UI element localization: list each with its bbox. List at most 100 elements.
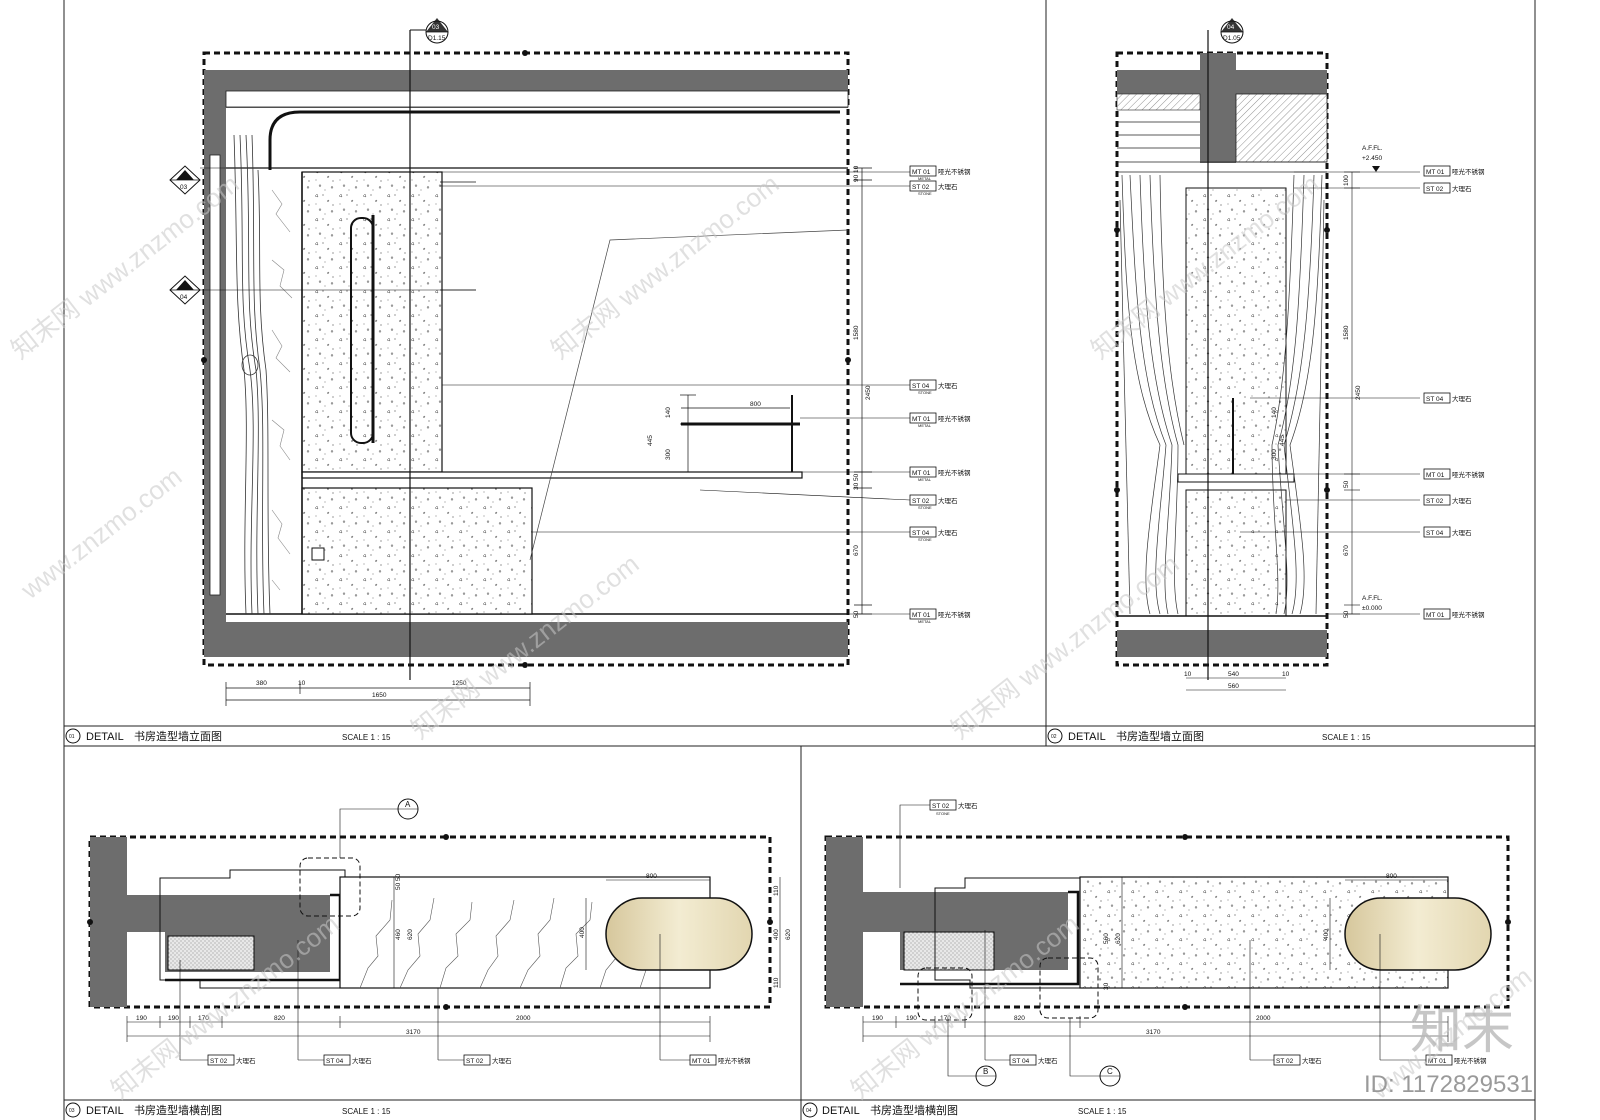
svg-text:±0.000: ±0.000 [1362, 605, 1382, 612]
svg-text:哑光不锈钢: 哑光不锈钢 [1452, 167, 1485, 176]
dim-text: 10 [1282, 671, 1290, 678]
upper-stone-panel-02 [1185, 187, 1287, 475]
svg-text:STONE: STONE [918, 191, 932, 196]
dim-text: 620 [785, 929, 792, 940]
dim-text: 50 50 [395, 873, 402, 890]
marble-veining [271, 189, 293, 591]
svg-text:03: 03 [180, 184, 188, 191]
curved-ceiling-trim [268, 110, 840, 170]
watermark-logo: 知末 [1410, 1001, 1514, 1061]
dim-text: 560 [1228, 683, 1239, 690]
dim-text: 50 [853, 610, 860, 618]
dim-text: 90 10 [853, 165, 860, 182]
svg-text:大理石: 大理石 [958, 801, 978, 810]
svg-text:D1.05: D1.05 [1223, 35, 1241, 42]
svg-text:METAL: METAL [918, 423, 932, 428]
svg-text:ST 02: ST 02 [912, 184, 930, 191]
svg-text:书房造型墙横剖图: 书房造型墙横剖图 [870, 1103, 958, 1117]
svg-text:书房造型墙立面图: 书房造型墙立面图 [134, 729, 222, 743]
svg-text:METAL: METAL [918, 619, 932, 624]
metal-shelf-frame [681, 395, 800, 472]
dim-text: 3170 [406, 1029, 421, 1036]
dim-text: 110 [773, 885, 780, 896]
svg-text:ST 04: ST 04 [326, 1058, 344, 1065]
tag-mt01-c: MT 01 哑光不锈钢 METAL [909, 466, 971, 482]
svg-text:MT 01: MT 01 [1426, 472, 1445, 479]
dim-text: 2000 [1256, 1015, 1271, 1022]
tag-st02-a: ST 02 大理石 STONE [909, 180, 958, 196]
svg-text:大理石: 大理石 [1452, 528, 1472, 537]
svg-text:STONE: STONE [918, 537, 932, 542]
curtain-left [1119, 174, 1185, 615]
section-marker-left-04[interactable]: 04 [169, 275, 201, 305]
callout-b[interactable]: B [947, 1020, 997, 1087]
svg-text:04: 04 [180, 294, 188, 301]
callout-b-box [917, 967, 973, 1021]
svg-text:ST 04: ST 04 [1426, 396, 1444, 403]
svg-text:www.znzmo.com: www.znzmo.com [14, 461, 187, 605]
svg-text:DETAIL: DETAIL [1068, 731, 1106, 743]
svg-text:大理石: 大理石 [938, 528, 958, 537]
svg-text:ST 04: ST 04 [1012, 1058, 1030, 1065]
callout-c[interactable]: C [1069, 1018, 1121, 1087]
svg-text:01: 01 [69, 734, 75, 740]
svg-text:ST 02: ST 02 [912, 498, 930, 505]
oval-led-light [605, 897, 753, 971]
afl-bottom: A.F.FL. ±0.000 [1362, 595, 1383, 612]
svg-text:大理石: 大理石 [1452, 394, 1472, 403]
svg-text:大理石: 大理石 [236, 1056, 256, 1065]
svg-text:ST 04: ST 04 [1426, 530, 1444, 537]
wall-section-t [826, 837, 1068, 1007]
sheet-frame [63, 0, 1536, 1120]
dim-text: 300 [1271, 449, 1278, 460]
section-marker-left-03[interactable]: 03 [169, 165, 201, 195]
svg-text:SCALE 1 : 15: SCALE 1 : 15 [1078, 1107, 1127, 1116]
svg-text:04: 04 [806, 1108, 812, 1114]
boundary-marker-dots [201, 50, 851, 668]
callout-a[interactable]: A [339, 798, 419, 858]
tag-mt01-b: MT 01 哑光不锈钢 METAL [909, 412, 971, 428]
svg-text:大理石: 大理石 [1038, 1056, 1058, 1065]
stone-insert [167, 935, 255, 971]
lower-stone-cabinet-02 [1185, 489, 1287, 617]
svg-text:书房造型墙横剖图: 书房造型墙横剖图 [134, 1103, 222, 1117]
dim-text: 140 [1271, 407, 1278, 418]
dim-text: 445 [647, 435, 654, 446]
svg-text:DETAIL: DETAIL [86, 731, 124, 743]
dim-text: 620 [1115, 933, 1122, 944]
dim-text: 190 [168, 1015, 179, 1022]
svg-text:书房造型墙立面图: 书房造型墙立面图 [1116, 729, 1204, 743]
section-marker-top-02[interactable]: 04 D1.05 [1220, 18, 1244, 44]
svg-text:MT 01: MT 01 [912, 612, 931, 619]
svg-text:A.F.FL.: A.F.FL. [1362, 145, 1383, 152]
dim-text: 560 [1103, 933, 1110, 944]
dim-text: 50 [1343, 610, 1350, 618]
dim-text: 190 [872, 1015, 883, 1022]
dim-text: 620 [407, 929, 414, 940]
svg-text:ST 04: ST 04 [912, 383, 930, 390]
svg-text:STONE: STONE [936, 811, 950, 816]
dim-text: 800 [1386, 873, 1397, 880]
dim-text: 2000 [516, 1015, 531, 1022]
stone-insert [903, 931, 995, 971]
svg-text:02: 02 [1051, 734, 1057, 740]
dim-text: 400 [773, 929, 780, 940]
svg-text:大理石: 大理石 [1452, 184, 1472, 193]
svg-text:MT 01: MT 01 [912, 416, 931, 423]
tag-st04-f: ST 04 大理石 [1009, 1054, 1058, 1066]
svg-text:知末网 www.znzmo.com: 知末网 www.znzmo.com [545, 169, 784, 365]
dim-text: 820 [1014, 1015, 1025, 1022]
dim-text: 2450 [865, 385, 872, 400]
title-row-04: 04 DETAIL 书房造型墙横剖图 SCALE 1 : 15 [802, 1102, 1127, 1118]
section-marker-top[interactable]: 03 D1.15 [425, 18, 449, 44]
svg-text:04: 04 [1227, 24, 1235, 31]
